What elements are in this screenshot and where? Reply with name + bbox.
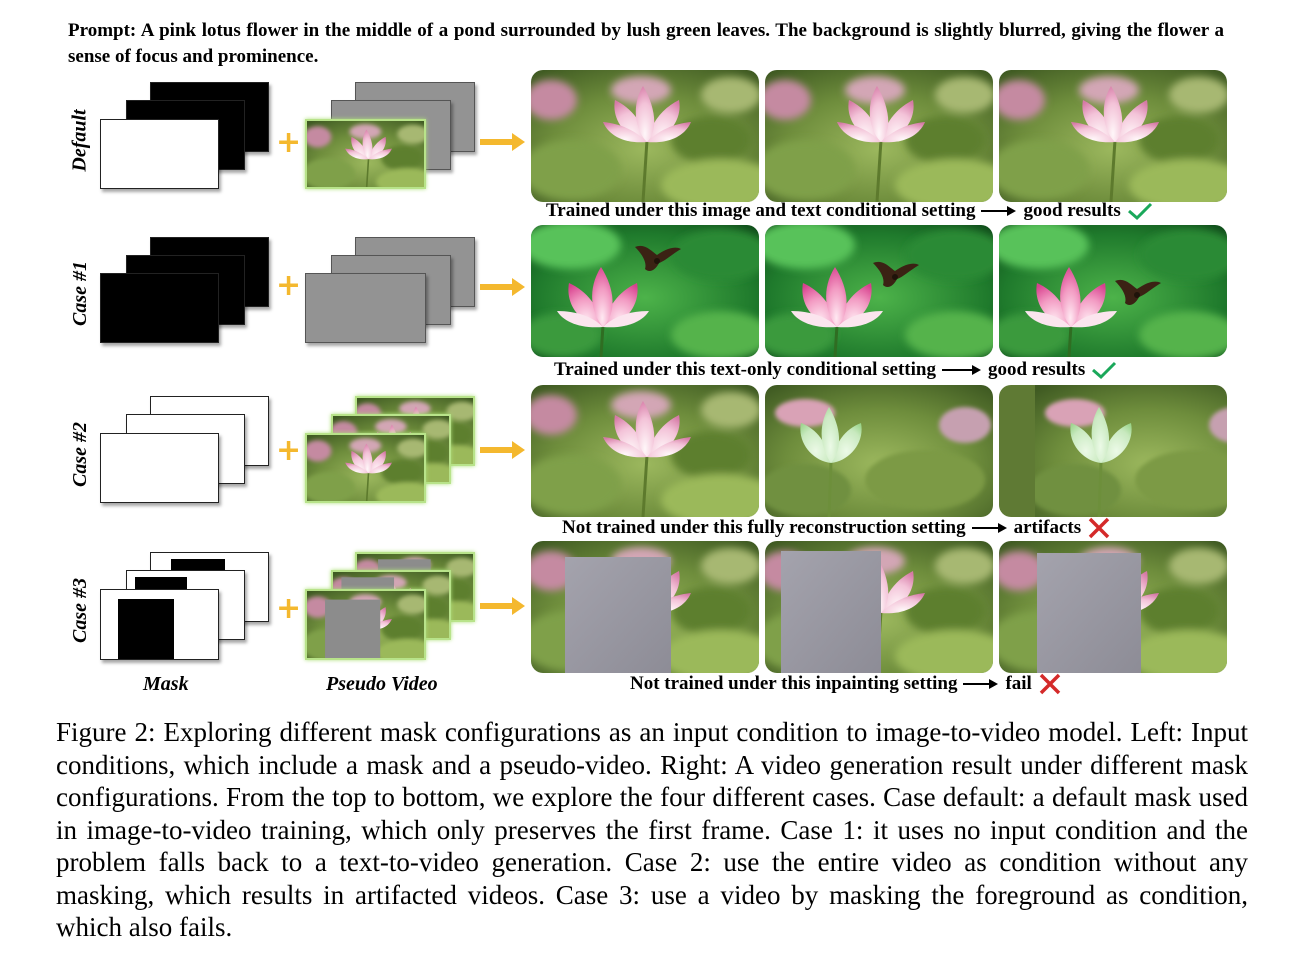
row-caption: Not trained under this fully reconstruct… bbox=[562, 517, 1111, 539]
arrow-right-icon bbox=[963, 678, 999, 690]
mask-frame bbox=[100, 119, 219, 189]
arrow-right-icon bbox=[942, 364, 982, 376]
result-frame bbox=[765, 70, 993, 202]
result-frame bbox=[999, 541, 1227, 673]
row-label-case-3: Case #3 bbox=[60, 540, 100, 680]
arrow-right-icon bbox=[981, 205, 1017, 217]
row-label-case-1: Case #1 bbox=[60, 223, 100, 363]
result-frame bbox=[531, 225, 759, 357]
arrow-right-icon bbox=[480, 440, 526, 460]
check-icon bbox=[1127, 201, 1153, 221]
plus-icon: + bbox=[276, 436, 301, 466]
result-text: artifacts bbox=[1014, 517, 1082, 539]
caption-text: Not trained under this inpainting settin… bbox=[630, 673, 957, 695]
cross-icon bbox=[1087, 517, 1111, 539]
cross-icon bbox=[1038, 673, 1062, 695]
row-caption: Trained under this image and text condit… bbox=[546, 200, 1153, 222]
pseudo-video-photo bbox=[305, 119, 426, 189]
row-label-case-2: Case #2 bbox=[60, 384, 100, 524]
result-frame bbox=[765, 225, 993, 357]
result-frame bbox=[765, 541, 993, 673]
result-frame bbox=[765, 385, 993, 517]
mask-frame bbox=[100, 589, 219, 660]
figure-caption: Figure 2: Exploring different mask confi… bbox=[56, 716, 1248, 944]
pseudo-video-photo bbox=[305, 589, 426, 660]
arrow-right-icon bbox=[480, 277, 526, 297]
result-frame bbox=[531, 385, 759, 517]
mask-frame bbox=[100, 433, 219, 503]
check-icon bbox=[1091, 360, 1117, 380]
result-text: fail bbox=[1005, 673, 1031, 695]
caption-text: Not trained under this fully reconstruct… bbox=[562, 517, 966, 539]
arrow-right-icon bbox=[480, 132, 526, 152]
pseudo-video-frame bbox=[305, 273, 426, 343]
mask-column-label: Mask bbox=[143, 673, 189, 696]
result-text: good results bbox=[1023, 200, 1120, 222]
mask-frame bbox=[100, 273, 219, 343]
result-frame bbox=[999, 385, 1227, 517]
plus-icon: + bbox=[276, 128, 301, 158]
row-label-default: Default bbox=[60, 70, 100, 210]
caption-text: Trained under this text-only conditional… bbox=[554, 359, 936, 381]
result-frame bbox=[531, 70, 759, 202]
arrow-right-icon bbox=[972, 522, 1008, 534]
result-text: good results bbox=[988, 359, 1085, 381]
row-caption: Trained under this text-only conditional… bbox=[554, 359, 1117, 381]
result-frame bbox=[999, 225, 1227, 357]
pseudo-video-column-label: Pseudo Video bbox=[326, 673, 438, 696]
prompt-text: Prompt: A pink lotus flower in the middl… bbox=[68, 18, 1224, 70]
caption-text: Trained under this image and text condit… bbox=[546, 200, 975, 222]
arrow-right-icon bbox=[480, 596, 526, 616]
pseudo-video-photo bbox=[305, 433, 426, 503]
plus-icon: + bbox=[276, 594, 301, 624]
plus-icon: + bbox=[276, 271, 301, 301]
result-frame bbox=[531, 541, 759, 673]
row-caption: Not trained under this inpainting settin… bbox=[630, 673, 1062, 695]
result-frame bbox=[999, 70, 1227, 202]
